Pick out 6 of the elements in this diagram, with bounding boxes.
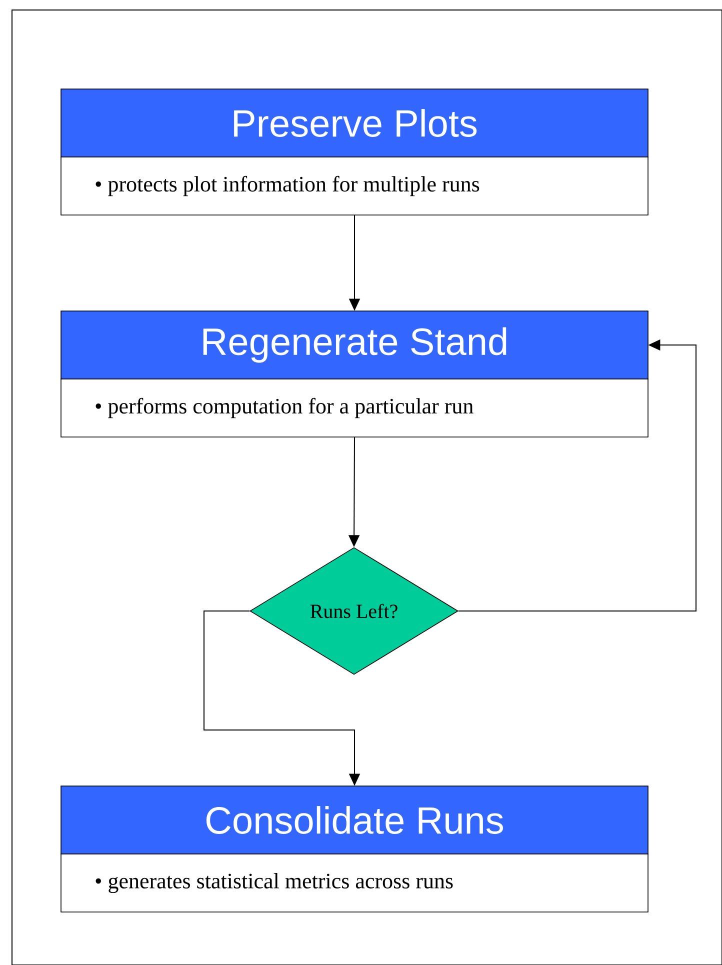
node-label: • protects plot information for multiple runs bbox=[96, 176, 480, 196]
process-box: Regenerate Stand • performs computation for a particular run bbox=[60, 310, 648, 438]
process-box: Consolidate Runs • generates statistical metrics across runs bbox=[60, 786, 648, 912]
node-label: • generates statistical metrics across runs bbox=[96, 873, 453, 894]
process-box: Preserve Plots • protects plot information for multiple runs bbox=[60, 88, 648, 216]
node-label: • performs computation for a particular run bbox=[96, 398, 474, 418]
